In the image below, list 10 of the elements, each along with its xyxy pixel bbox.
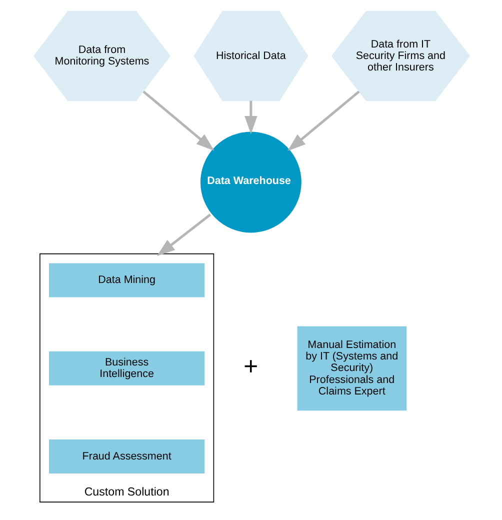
arrow (286, 90, 360, 151)
node-box: Fraud Assessment (48, 440, 204, 474)
arrow (244, 100, 257, 134)
arrow (156, 214, 211, 256)
node-box: Manual Estimation by IT (Systems and Security) Professionals and Claims Expert (296, 326, 406, 411)
node-circle: Data Warehouse (197, 129, 304, 236)
node-box: Business Intelligence (48, 351, 204, 386)
arrow (142, 90, 214, 151)
label: + (243, 354, 258, 381)
node-box: Data Mining (48, 263, 204, 298)
